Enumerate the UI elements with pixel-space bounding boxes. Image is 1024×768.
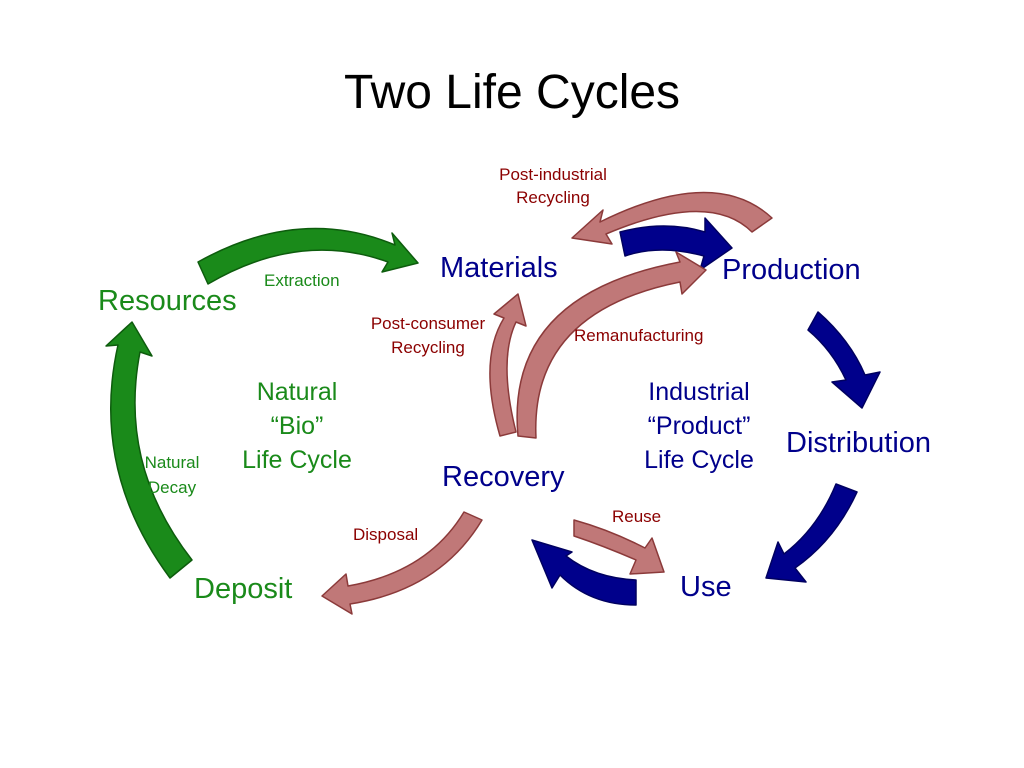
node-use: Use (680, 571, 732, 603)
post-industrial-line2: Recycling (516, 188, 590, 207)
disposal-arrow (321, 511, 483, 615)
natural-cycle-line3: Life Cycle (242, 446, 352, 474)
post-consumer-line1: Post-consumer (371, 314, 486, 333)
industrial-cycle-line1: Industrial (648, 378, 749, 406)
industrial-cycle-line3: Life Cycle (644, 446, 754, 474)
natural-decay-arrow (105, 321, 193, 579)
reuse-arrow (573, 519, 665, 575)
flow-post-consumer-label: Post-consumer Recycling (371, 314, 486, 357)
industrial-cycle-line2: “Product” (648, 412, 751, 440)
page-title: Two Life Cycles (344, 66, 680, 119)
distribution-to-use-arrow (765, 483, 858, 583)
use-to-recovery-arrow (531, 539, 637, 606)
extraction-arrow (197, 227, 419, 285)
flow-post-industrial-label: Post-industrial Recycling (499, 165, 607, 207)
flow-extraction-label: Extraction (264, 271, 340, 290)
flow-disposal-label: Disposal (353, 525, 418, 544)
industrial-product-cycle-label: Industrial “Product” Life Cycle (644, 378, 754, 474)
production-to-distribution-arrow (807, 311, 881, 409)
natural-cycle-line1: Natural (257, 378, 338, 406)
natural-decay-line1: Natural (145, 453, 200, 472)
post-consumer-recycling-arrow (489, 293, 527, 437)
node-deposit: Deposit (194, 573, 292, 605)
post-consumer-line2: Recycling (391, 338, 465, 357)
natural-bio-cycle-label: Natural “Bio” Life Cycle (242, 378, 352, 474)
materials-to-production-arrow (619, 217, 733, 271)
node-production: Production (722, 254, 861, 286)
node-materials: Materials (440, 252, 558, 284)
node-distribution: Distribution (786, 427, 931, 459)
natural-cycle-line2: “Bio” (271, 412, 324, 440)
node-recovery: Recovery (442, 461, 565, 493)
flow-natural-decay-label: Natural Decay (145, 453, 200, 497)
post-industrial-line1: Post-industrial (499, 165, 607, 184)
flow-remanufacturing-label: Remanufacturing (574, 326, 703, 345)
natural-decay-line2: Decay (148, 478, 197, 497)
flow-reuse-label: Reuse (612, 507, 661, 526)
remanufacturing-arrow (516, 251, 707, 439)
node-resources: Resources (98, 285, 237, 317)
post-industrial-recycling-arrow (571, 191, 773, 245)
